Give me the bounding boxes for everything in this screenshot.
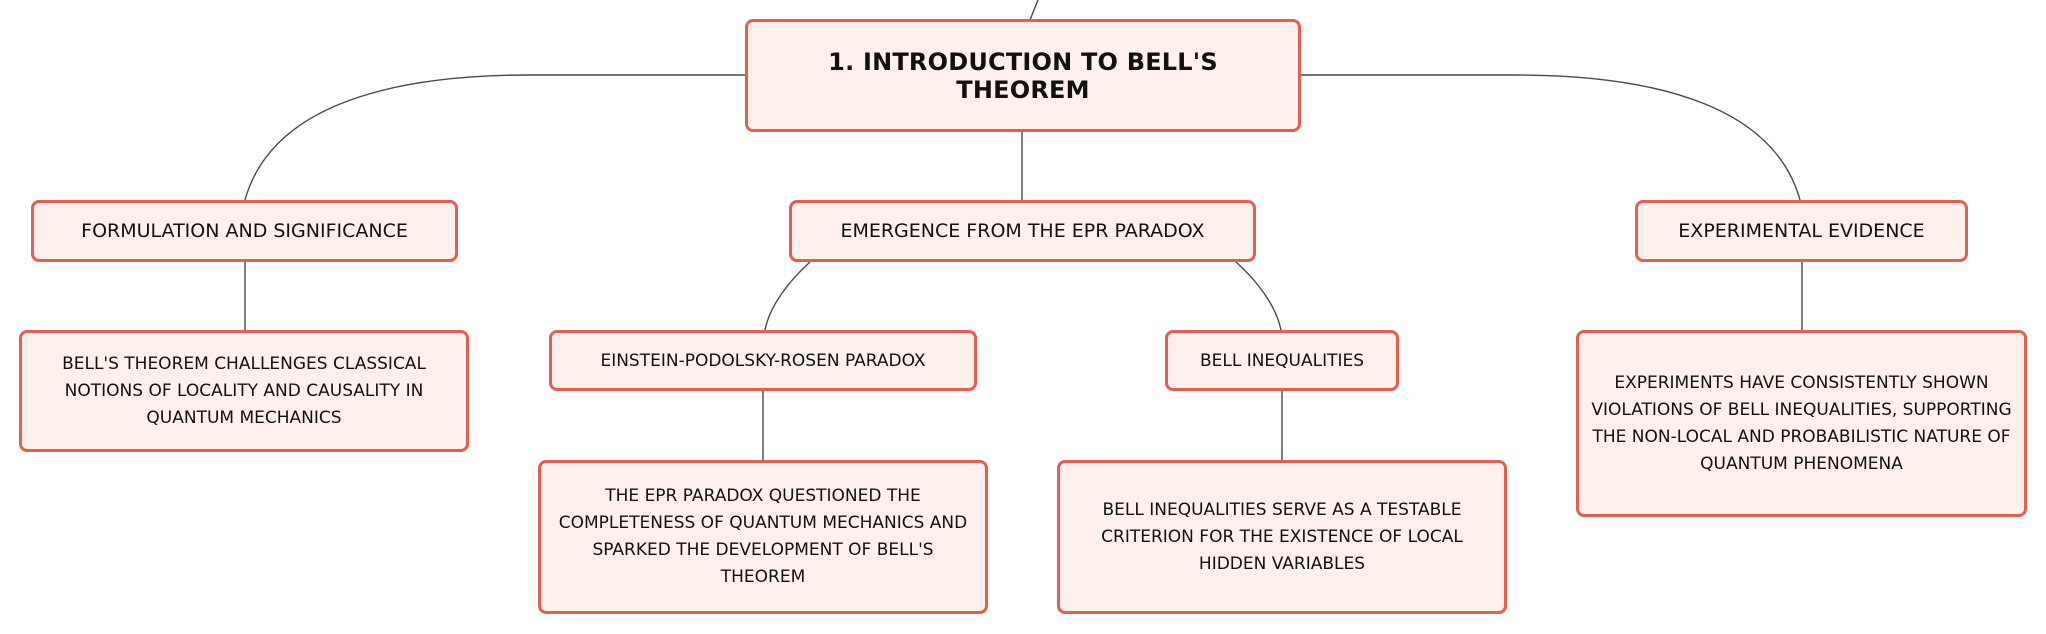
detail-node-epr-paradox[interactable]: THE EPR PARADOX QUESTIONED THE COMPLETEN…: [538, 460, 988, 614]
branch-node-emergence-label: EMERGENCE FROM THE EPR PARADOX: [840, 220, 1205, 242]
sub-node-epr-paradox[interactable]: EINSTEIN-PODOLSKY-ROSEN PARADOX: [549, 330, 977, 391]
connector-upstream: [1029, 0, 1039, 21]
branch-node-formulation-label: FORMULATION AND SIGNIFICANCE: [81, 220, 408, 242]
branch-node-formulation[interactable]: FORMULATION AND SIGNIFICANCE: [31, 200, 458, 262]
connector-emergence-to-epr: [764, 261, 811, 331]
root-node[interactable]: 1. INTRODUCTION TO BELL'S THEOREM: [745, 19, 1301, 132]
connector-root-to-experimental: [1300, 74, 1801, 201]
root-node-label: 1. INTRODUCTION TO BELL'S THEOREM: [828, 47, 1218, 104]
sub-node-bell-inequalities-label: BELL INEQUALITIES: [1199, 350, 1365, 371]
branch-node-experimental-label: EXPERIMENTAL EVIDENCE: [1678, 220, 1925, 242]
branch-node-experimental[interactable]: EXPERIMENTAL EVIDENCE: [1635, 200, 1968, 262]
detail-node-formulation-text: BELL'S THEOREM CHALLENGES CLASSICAL NOTI…: [62, 353, 426, 428]
detail-node-experimental[interactable]: EXPERIMENTS HAVE CONSISTENTLY SHOWN VIOL…: [1576, 330, 2027, 517]
sub-node-epr-paradox-label: EINSTEIN-PODOLSKY-ROSEN PARADOX: [600, 350, 926, 371]
connector-emergence-to-bell: [1235, 261, 1282, 331]
branch-node-emergence[interactable]: EMERGENCE FROM THE EPR PARADOX: [789, 200, 1256, 262]
detail-node-epr-paradox-text: THE EPR PARADOX QUESTIONED THE COMPLETEN…: [558, 486, 968, 587]
detail-node-bell-inequalities[interactable]: BELL INEQUALITIES SERVE AS A TESTABLE CR…: [1057, 460, 1507, 614]
detail-node-bell-inequalities-text: BELL INEQUALITIES SERVE AS A TESTABLE CR…: [1101, 499, 1463, 574]
connector-root-to-formulation: [244, 74, 745, 201]
detail-node-experimental-text: EXPERIMENTS HAVE CONSISTENTLY SHOWN VIOL…: [1591, 372, 2012, 474]
detail-node-formulation[interactable]: BELL'S THEOREM CHALLENGES CLASSICAL NOTI…: [19, 330, 469, 452]
sub-node-bell-inequalities[interactable]: BELL INEQUALITIES: [1165, 330, 1399, 391]
